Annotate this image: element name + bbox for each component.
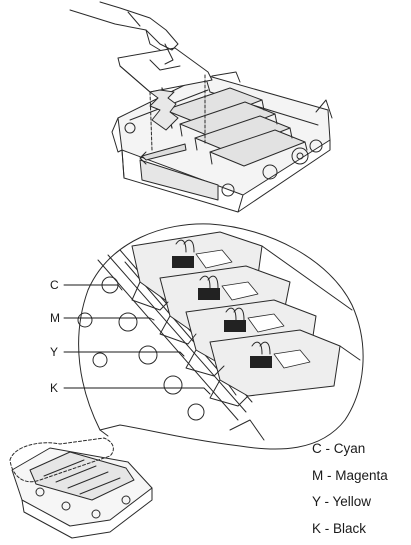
legend-item-cyan: C - Cyan <box>312 441 366 456</box>
leader-line-m <box>63 317 155 321</box>
callout-leaders <box>63 284 211 395</box>
callout-label-k: K <box>50 381 58 395</box>
magnified-detail <box>77 223 364 450</box>
legend-item-black: K - Black <box>312 520 367 536</box>
drum-unit-top-illustration <box>69 1 333 213</box>
legend-item-magenta: M - Magenta <box>312 467 388 483</box>
drum-unit-thumbnail <box>9 429 153 539</box>
leader-line-c <box>63 284 123 291</box>
leader-line-y <box>63 351 185 357</box>
legend-item-yellow: Y - Yellow <box>312 494 372 509</box>
leader-line-k <box>63 387 211 395</box>
callout-label-y: Y <box>50 345 58 359</box>
callout-label-c: C <box>50 278 59 292</box>
color-legend: C - Cyan M - Magenta Y - Yellow K - Blac… <box>312 436 388 542</box>
callout-label-m: M <box>50 311 60 325</box>
